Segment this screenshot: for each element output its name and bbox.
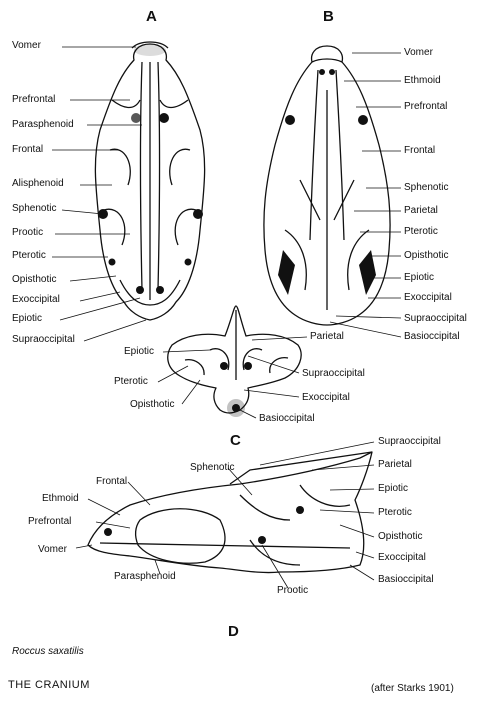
label-b-prefrontal: Prefrontal	[404, 101, 448, 112]
leader-line	[75, 544, 93, 549]
leader-line	[311, 464, 375, 471]
label-d-sphenotic: Sphenotic	[190, 462, 235, 473]
species-name: Roccus saxatilis	[12, 646, 84, 657]
panel-letter-c: C	[230, 432, 241, 449]
label-c-pterotic: Pterotic	[114, 376, 148, 387]
leader-line	[349, 564, 375, 581]
label-b-opisthotic: Opisthotic	[404, 250, 449, 261]
leader-line	[227, 467, 253, 496]
panel-letter-d: D	[228, 623, 239, 640]
label-d-basioccipital: Basioccipital	[378, 574, 434, 585]
leader-line	[87, 498, 121, 516]
label-b-frontal: Frontal	[404, 145, 436, 156]
leader-line	[261, 544, 289, 589]
label-b-supraoccipital: Supraoccipital	[404, 313, 467, 324]
label-d-frontal: Frontal	[96, 476, 128, 487]
label-a-sphenotic: Sphenotic	[12, 203, 57, 214]
label-a-opisthotic: Opisthotic	[12, 274, 57, 285]
label-b-parietal: Parietal	[404, 205, 438, 216]
label-b-ethmoid: Ethmoid	[404, 75, 441, 86]
label-a-frontal: Frontal	[12, 144, 44, 155]
label-a-pterotic: Pterotic	[12, 250, 46, 261]
label-c-supraoccipital: Supraoccipital	[302, 368, 365, 379]
skull-d-drawing	[87, 451, 373, 574]
label-a-prootic: Prootic	[12, 227, 44, 238]
label-d-ethmoid: Ethmoid	[42, 493, 79, 504]
leader-line	[154, 559, 161, 575]
label-d-prootic: Prootic	[277, 585, 309, 596]
label-d-opisthotic: Opisthotic	[378, 531, 423, 542]
label-c-epiotic: Epiotic	[124, 346, 155, 357]
label-c-basioccipital: Basioccipital	[259, 413, 315, 424]
label-d-epiotic: Epiotic	[378, 483, 409, 494]
leader-line	[251, 336, 308, 341]
panel-letter-a: A	[146, 8, 157, 25]
leader-line	[95, 521, 131, 529]
leader-line	[83, 319, 147, 342]
label-b-exoccipital: Exoccipital	[404, 292, 452, 303]
skull-b-drawing	[263, 45, 391, 326]
label-c-exoccipital: Exoccipital	[302, 392, 350, 403]
leader-line	[127, 481, 151, 506]
leader-line	[247, 355, 300, 374]
label-d-parietal: Parietal	[378, 459, 412, 470]
label-a-epiotic: Epiotic	[12, 313, 43, 324]
label-d-prefrontal: Prefrontal	[28, 516, 72, 527]
label-a-alisphenoid: Alisphenoid	[12, 178, 64, 189]
leader-line	[335, 315, 402, 319]
leader-line	[243, 389, 300, 398]
leader-line	[69, 275, 117, 282]
skull-a-drawing	[94, 41, 206, 321]
leader-line	[59, 297, 141, 321]
leader-line	[339, 524, 375, 538]
label-d-parasphenoid: Parasphenoid	[114, 571, 176, 582]
leader-line	[157, 365, 189, 383]
label-b-sphenotic: Sphenotic	[404, 182, 449, 193]
label-d-pterotic: Pterotic	[378, 507, 412, 518]
caption-credit: (after Starks 1901)	[371, 683, 454, 694]
label-b-epiotic: Epiotic	[404, 272, 435, 283]
panel-letter-b: B	[323, 8, 334, 25]
label-d-vomer: Vomer	[38, 544, 67, 555]
label-a-parasphenoid: Parasphenoid	[12, 119, 74, 130]
leader-line	[79, 291, 121, 302]
leader-line	[259, 441, 375, 466]
skull-c-drawing	[167, 305, 302, 414]
label-d-supraoccipital: Supraoccipital	[378, 436, 441, 447]
leader-line	[162, 349, 211, 353]
leader-line	[181, 379, 201, 405]
label-a-vomer: Vomer	[12, 40, 41, 51]
leader-line	[355, 551, 375, 559]
leader-line	[239, 409, 257, 419]
label-b-basioccipital: Basioccipital	[404, 331, 460, 342]
leader-line	[319, 509, 375, 514]
label-a-supraoccipital: Supraoccipital	[12, 334, 75, 345]
leader-line	[61, 209, 104, 215]
leader-line	[329, 488, 375, 491]
caption-title: THE CRANIUM	[8, 679, 90, 691]
label-a-prefrontal: Prefrontal	[12, 94, 56, 105]
label-b-pterotic: Pterotic	[404, 226, 438, 237]
label-b-vomer: Vomer	[404, 47, 433, 58]
label-c-opisthotic: Opisthotic	[130, 399, 175, 410]
label-a-exoccipital: Exoccipital	[12, 294, 60, 305]
leader-line	[329, 321, 402, 338]
label-c-parietal: Parietal	[310, 331, 344, 342]
label-d-exoccipital: Exoccipital	[378, 552, 426, 563]
